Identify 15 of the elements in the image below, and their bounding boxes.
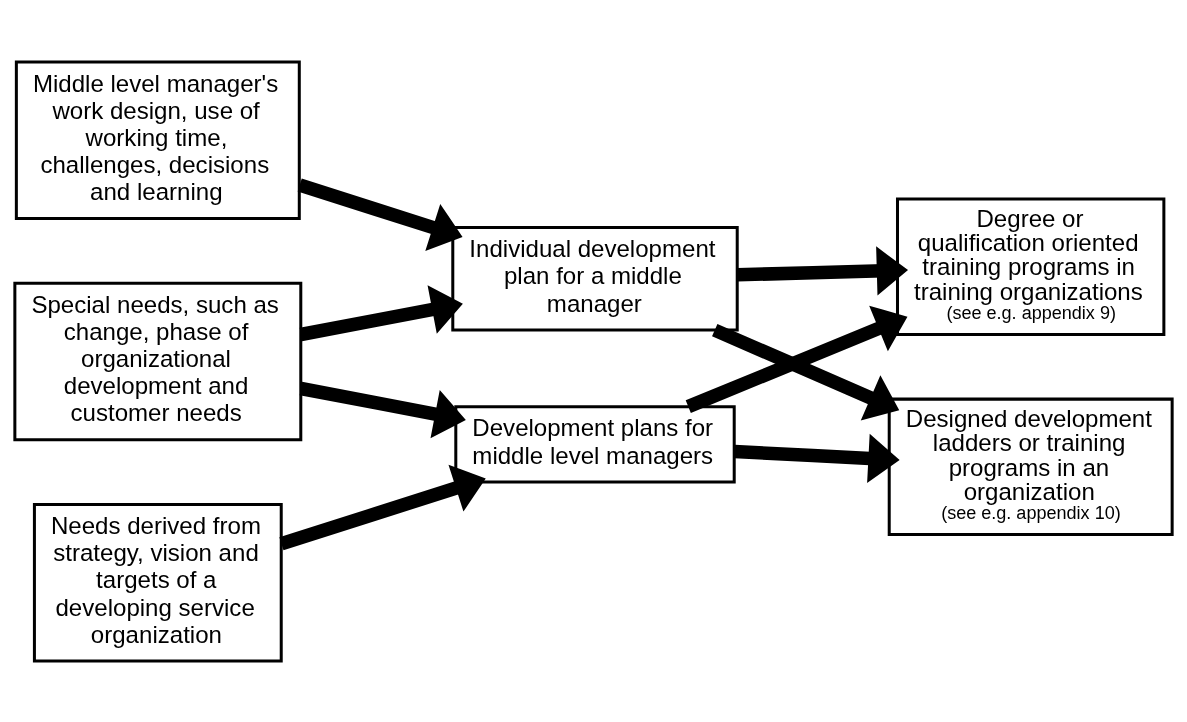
arrow xyxy=(299,284,463,341)
node-box: Needs derived from strategy, vision and targets of a developing service organization xyxy=(32,502,283,662)
node-box: Special needs, such as change, phase of organizational development and customer needs xyxy=(13,281,303,441)
arrow xyxy=(297,178,463,251)
node-box: Middle level manager's work design, use of working time, challenges, decisions and learning xyxy=(14,60,301,220)
node-box: Degree or qualification oriented training programs in training organizations (see e.g. appendix 9) xyxy=(896,196,1166,336)
node-box: Designed development ladders or training programs in an organization (see e.g. appendix 10) xyxy=(887,397,1174,536)
node-box: Development plans for middle level managers xyxy=(454,404,736,483)
arrow xyxy=(685,305,908,413)
node-box: Individual development plan for a middle manager xyxy=(451,225,739,331)
arrow xyxy=(279,464,486,550)
arrow xyxy=(712,323,900,420)
arrow xyxy=(299,381,466,438)
arrow xyxy=(737,245,909,296)
arrow xyxy=(734,433,900,483)
